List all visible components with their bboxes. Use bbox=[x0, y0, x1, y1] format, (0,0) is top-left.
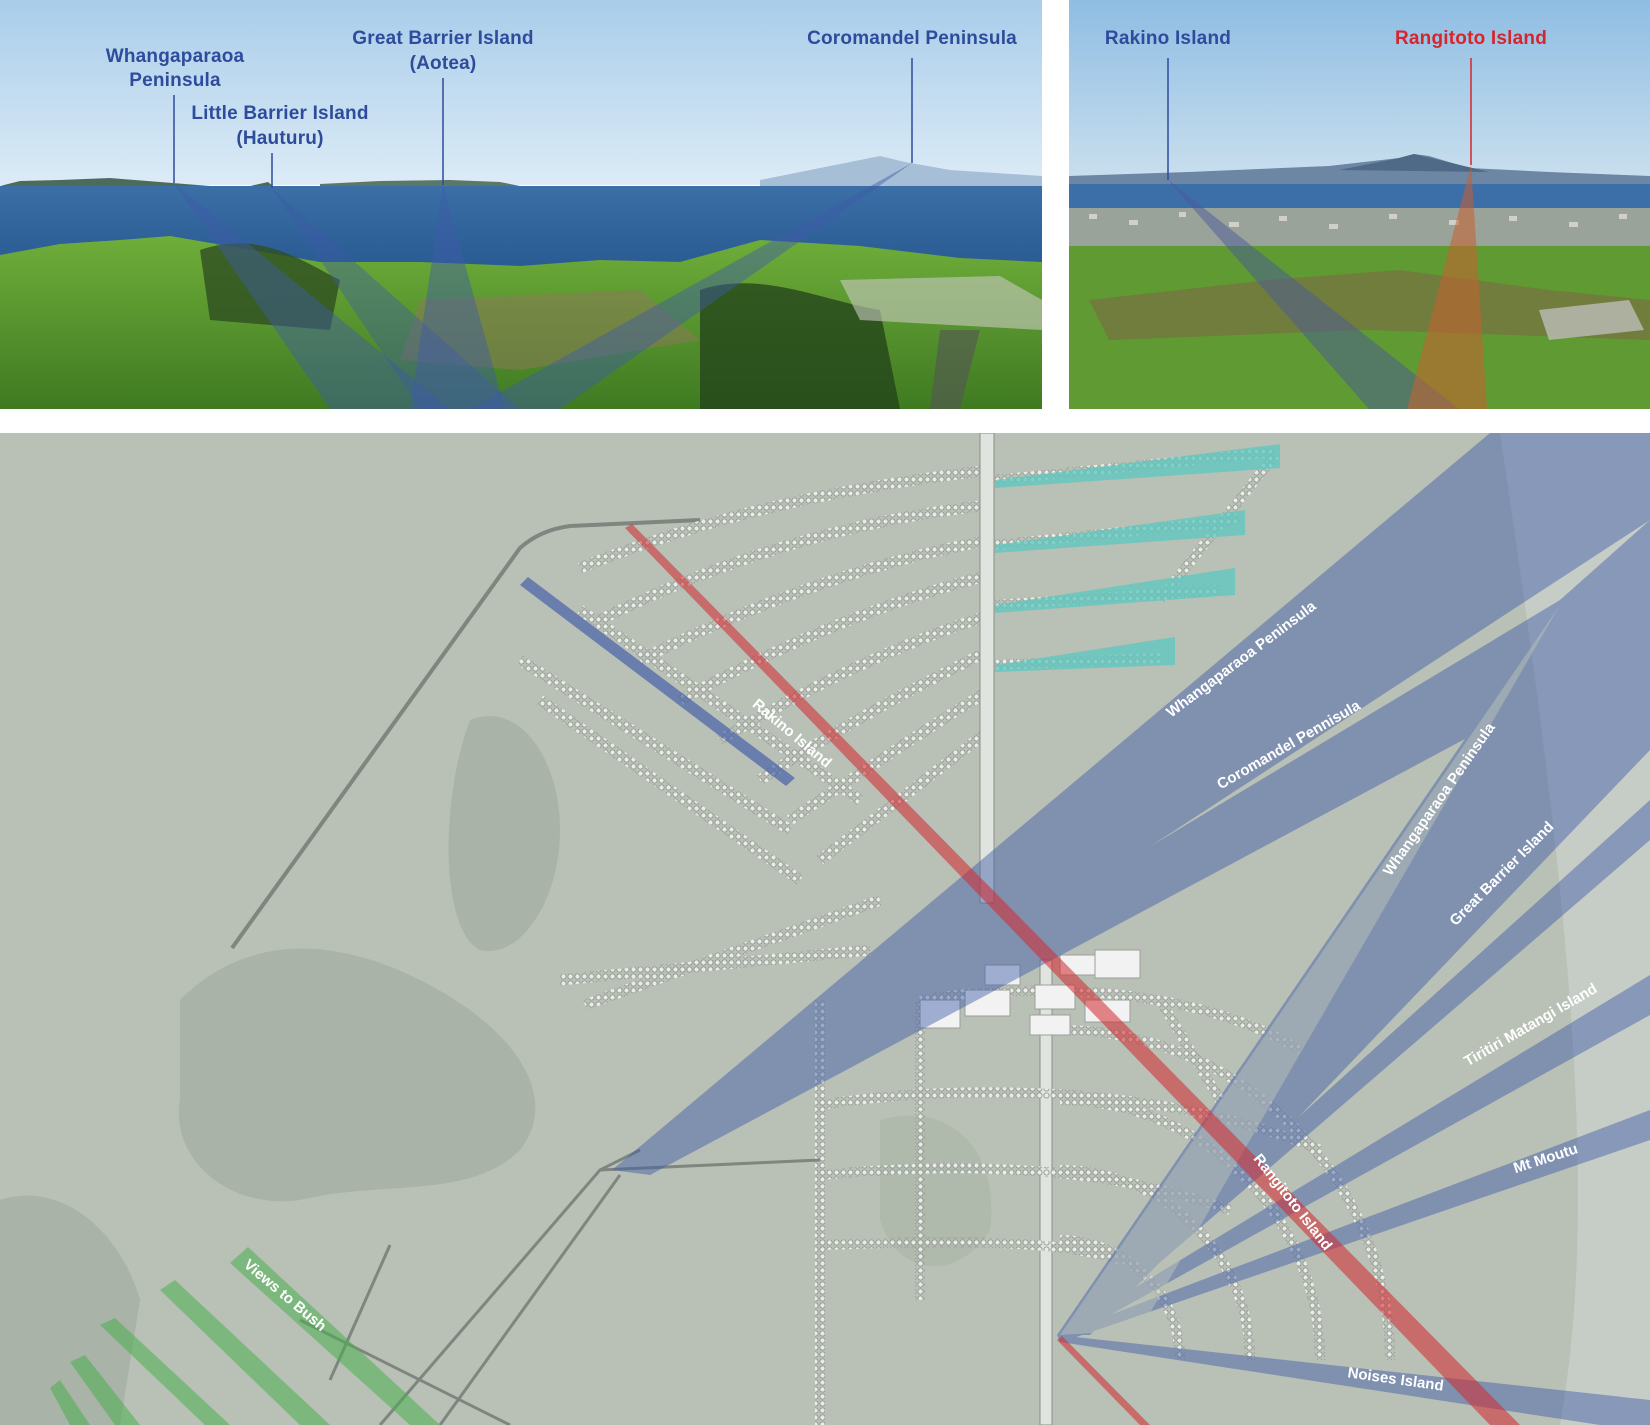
view-cone-tiritiri bbox=[1057, 975, 1650, 1340]
photo-panel-north-view: Whangaparaoa Peninsula Little Barrier Is… bbox=[0, 0, 1042, 409]
south-view-photo: Rakino Island Rangitoto Island bbox=[1069, 0, 1650, 409]
photo-label-whangaparaoa-line1: Whangaparaoa bbox=[106, 46, 245, 67]
views-to-bush-corridors bbox=[50, 1247, 440, 1425]
view-corridor-rakino bbox=[520, 577, 795, 786]
view-cone-little-barrier bbox=[272, 188, 520, 409]
view-cone-great-barrier bbox=[410, 185, 505, 409]
north-view-photo: Whangaparaoa Peninsula Little Barrier Is… bbox=[0, 0, 1042, 409]
photo-label-great-barrier-line1: Great Barrier Island bbox=[352, 28, 533, 49]
photo-label-rangitoto: Rangitoto Island bbox=[1395, 28, 1547, 49]
masterplan-map: Rakino Island Whangaparaoa Peninsula Cor… bbox=[0, 433, 1650, 1425]
masterplan-map-svg: Rakino Island Whangaparaoa Peninsula Cor… bbox=[0, 433, 1650, 1425]
view-cone-whangaparaoa-1 bbox=[612, 433, 1650, 1170]
view-cone-mt-moutu bbox=[1057, 1110, 1650, 1342]
photo-panel-south-view: Rakino Island Rangitoto Island bbox=[1069, 0, 1650, 409]
view-corridor-rangitoto bbox=[625, 524, 1520, 1425]
view-cone-coromandel bbox=[612, 520, 1650, 1175]
access-road bbox=[230, 518, 701, 950]
photo-label-great-barrier-line2: (Aotea) bbox=[410, 53, 477, 74]
teal-coast-view-corridors bbox=[995, 444, 1280, 672]
street-tree-rows bbox=[517, 464, 994, 1011]
photo-label-coromandel: Coromandel Peninsula bbox=[807, 28, 1017, 49]
central-boulevard bbox=[979, 433, 995, 904]
view-cone-rakino bbox=[1168, 180, 1459, 409]
bush-areas bbox=[0, 716, 992, 1425]
photo-label-rakino: Rakino Island bbox=[1105, 28, 1231, 49]
view-cone-whangaparaoa bbox=[174, 183, 450, 409]
photo-label-little-barrier-line2: (Hauturu) bbox=[236, 128, 323, 149]
photo-label-little-barrier-line1: Little Barrier Island bbox=[191, 103, 368, 124]
view-cone-coromandel bbox=[470, 163, 912, 409]
photo-label-whangaparaoa-line2: Peninsula bbox=[129, 70, 221, 91]
view-cone-noises bbox=[1057, 1335, 1650, 1425]
view-cone-rangitoto bbox=[1407, 165, 1487, 409]
